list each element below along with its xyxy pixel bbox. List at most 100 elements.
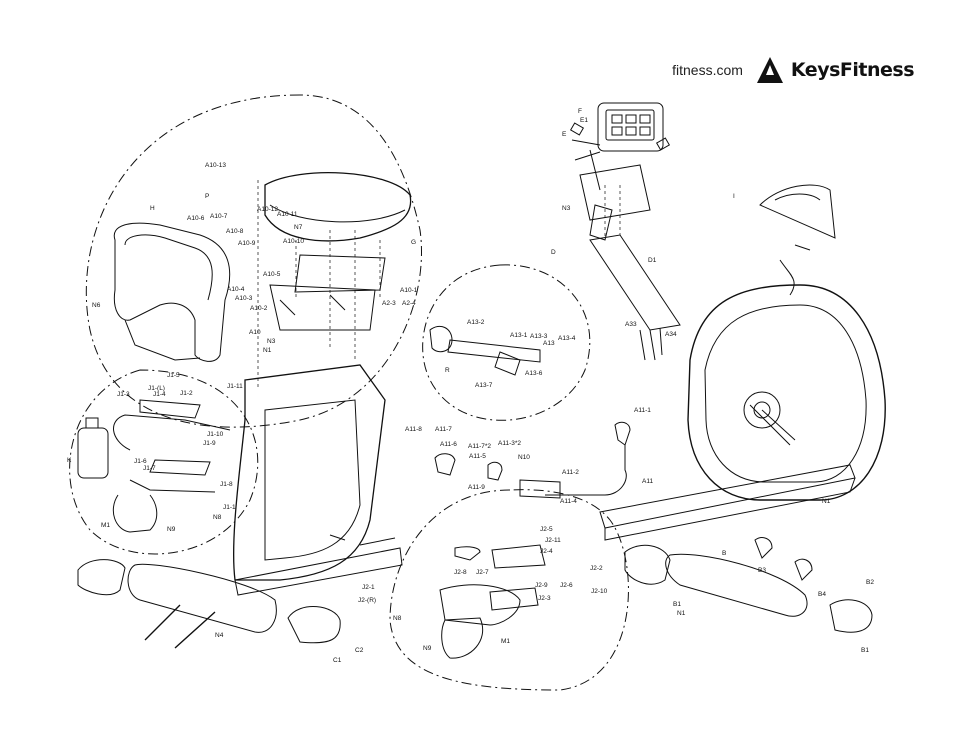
part-label: J1-4 bbox=[153, 391, 166, 398]
part-label: A10-5 bbox=[263, 271, 281, 278]
rear-handle-callout bbox=[389, 489, 629, 691]
water-bottle bbox=[77, 427, 109, 479]
part-label: J2-(R) bbox=[358, 597, 376, 604]
part-label: A13-7 bbox=[475, 382, 493, 389]
part-label: D1 bbox=[648, 257, 657, 264]
part-label: A11-9 bbox=[468, 484, 485, 491]
part-label: A13-1 bbox=[510, 332, 528, 339]
part-label: P bbox=[205, 193, 209, 200]
part-label: A10-2 bbox=[250, 305, 268, 312]
part-label: J1-5 bbox=[167, 372, 180, 379]
part-label: N1 bbox=[677, 610, 686, 617]
crank bbox=[743, 391, 781, 429]
lever-callout bbox=[422, 264, 591, 421]
part-label: N3 bbox=[562, 205, 571, 212]
part-label: B1 bbox=[861, 647, 869, 654]
part-label: A10-11 bbox=[277, 211, 298, 218]
part-label: A10-6 bbox=[187, 215, 205, 222]
part-label: N6 bbox=[92, 302, 101, 309]
part-label: A10-13 bbox=[205, 162, 226, 169]
part-label: J2-10 bbox=[591, 588, 608, 595]
part-label: J1-6 bbox=[134, 458, 147, 465]
handlebar-callout bbox=[69, 369, 259, 555]
part-label: M1 bbox=[101, 522, 110, 529]
part-label: J2-8 bbox=[454, 569, 467, 576]
part-label: A10-1 bbox=[400, 287, 418, 294]
part-label: A10-10 bbox=[283, 238, 304, 245]
console bbox=[597, 102, 664, 152]
part-label: J1-(L) bbox=[148, 385, 165, 392]
part-label: N3 bbox=[267, 338, 276, 345]
bottle-holder bbox=[759, 184, 836, 239]
part-label: B1 bbox=[673, 601, 681, 608]
part-label: H bbox=[150, 205, 155, 212]
main-beam bbox=[599, 464, 856, 529]
part-label: J2-3 bbox=[538, 595, 551, 602]
part-label: C2 bbox=[355, 647, 364, 654]
part-label: B bbox=[722, 550, 726, 557]
part-label: A11-8 bbox=[405, 426, 422, 433]
part-label: N9 bbox=[423, 645, 432, 652]
side-handlebar bbox=[113, 414, 231, 493]
part-label: A11-5 bbox=[469, 453, 486, 460]
part-label: A13 bbox=[543, 340, 555, 347]
part-label: D bbox=[551, 249, 556, 256]
part-label: A11-7 bbox=[435, 426, 452, 433]
seat bbox=[264, 172, 412, 242]
website-link[interactable]: fitness.com bbox=[672, 62, 743, 78]
part-label: A34 bbox=[665, 331, 677, 338]
adjustment-lever bbox=[545, 445, 627, 496]
seat-assembly-callout bbox=[85, 94, 422, 428]
part-label: J1-9 bbox=[203, 440, 216, 447]
part-label: B4 bbox=[818, 591, 826, 598]
part-label: J1-11 bbox=[227, 383, 243, 390]
part-label: A13-6 bbox=[525, 370, 543, 377]
keys-logo-icon bbox=[756, 57, 783, 83]
part-label: N1 bbox=[263, 347, 272, 354]
part-label: A11-2 bbox=[562, 469, 579, 476]
part-label: J2-4 bbox=[540, 548, 553, 555]
part-label: A10 bbox=[249, 329, 261, 336]
part-label: N8 bbox=[393, 615, 402, 622]
part-label: K bbox=[67, 457, 72, 464]
part-label: A11-7*2 bbox=[468, 443, 491, 450]
seat-frame bbox=[233, 364, 386, 581]
part-label: A10-3 bbox=[235, 295, 253, 302]
part-label: N1 bbox=[822, 498, 831, 505]
part-label: J1-1 bbox=[223, 504, 236, 511]
header: fitness.com KeysFitness bbox=[672, 55, 915, 85]
part-label: A2-3 bbox=[382, 300, 396, 307]
part-label: A10-4 bbox=[227, 286, 245, 293]
part-label: A11-1 bbox=[634, 407, 651, 414]
console-mast bbox=[579, 164, 651, 221]
part-label: N10 bbox=[518, 454, 530, 461]
part-label: A11-6 bbox=[440, 441, 457, 448]
main-shroud bbox=[687, 284, 886, 501]
part-label: J1-3 bbox=[117, 391, 130, 398]
part-label: E bbox=[562, 131, 567, 138]
brand-name: KeysFitness bbox=[790, 59, 915, 81]
part-label: A10-12 bbox=[257, 206, 278, 213]
part-label: A13-2 bbox=[467, 319, 485, 326]
part-label: A10-8 bbox=[226, 228, 244, 235]
part-label: A13-3 bbox=[530, 333, 548, 340]
seat-slider-rail bbox=[447, 339, 541, 363]
brand-logo: KeysFitness bbox=[753, 55, 915, 85]
part-label: C1 bbox=[333, 657, 342, 664]
part-label: A11-3*2 bbox=[498, 440, 521, 447]
part-label: A11-4 bbox=[560, 498, 577, 505]
part-label: J2-1 bbox=[362, 584, 375, 591]
part-label: J2-2 bbox=[590, 565, 603, 572]
part-label: A33 bbox=[625, 321, 637, 328]
part-label: A10-7 bbox=[210, 213, 228, 220]
part-label: N9 bbox=[167, 526, 176, 533]
part-label: J2-6 bbox=[560, 582, 573, 589]
part-label: B3 bbox=[758, 567, 766, 574]
part-label: B2 bbox=[866, 579, 874, 586]
part-label: A13-4 bbox=[558, 335, 576, 342]
part-label: N8 bbox=[213, 514, 222, 521]
part-label: M1 bbox=[501, 638, 510, 645]
part-label: J1-2 bbox=[180, 390, 193, 397]
front-stabilizer bbox=[127, 563, 277, 633]
